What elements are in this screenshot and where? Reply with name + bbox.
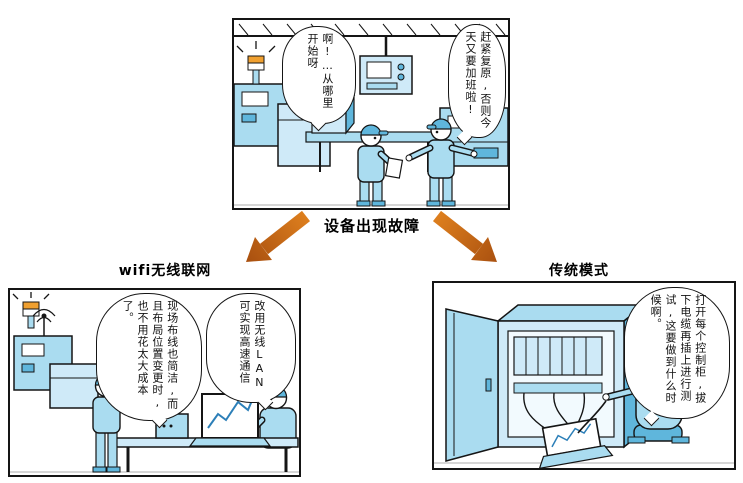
speech-bubble: 打开每个控制柜,拔下电缆再插上进行测试,这要做到什么时候啊。 [624,287,730,427]
speech-text: 啊!…从哪里开始呀 [306,33,334,109]
alarm-lamp-icon [236,41,276,85]
fault-label: 设备出现故障 [323,217,420,235]
branch-label-wifi: wifi无线联网 [118,263,212,279]
control-cabinet [445,303,647,462]
worker-shrugging [405,118,478,207]
machine-wireless [13,308,99,409]
branch-label-traditional: 传统模式 [549,263,609,279]
laptop-on-floor [538,417,614,468]
speech-text: 赶紧复原,否则今天又要加班啦! [464,31,492,129]
alarm-lamp-icon [12,292,50,329]
panel-fault-scene: 啊!…从哪里开始呀 赶紧复原,否则今天又要加班啦! [232,18,510,210]
speech-bubble: 啊!…从哪里开始呀 [282,26,356,132]
panel-wifi-scene: 现场布线也简洁,而且布局位置变更时,也不用花太大成本了。 改用无线LAN可实现高… [8,288,301,477]
speech-text: 改用无线LAN可实现高速通信 [238,300,266,390]
panel-traditional-scene: 打开每个控制柜,拔下电缆再插上进行测试,这要做到什么时候啊。 [432,281,736,470]
speech-text: 打开每个控制柜,拔下电缆再插上进行测试,这要做到什么时候啊。 [649,294,707,404]
worker-with-clipboard [356,124,404,207]
speech-bubble: 赶紧复原,否则今天又要加班啦! [448,24,506,146]
factory-scene [234,23,508,207]
speech-bubble: 现场布线也简洁,而且布局位置变更时,也不用花太大成本了。 [96,293,202,429]
hanging-control-panel [359,36,413,95]
speech-text: 现场布线也简洁,而且布局位置变更时,也不用花太大成本了。 [121,300,179,410]
speech-bubble: 改用无线LAN可实现高速通信 [206,293,296,411]
